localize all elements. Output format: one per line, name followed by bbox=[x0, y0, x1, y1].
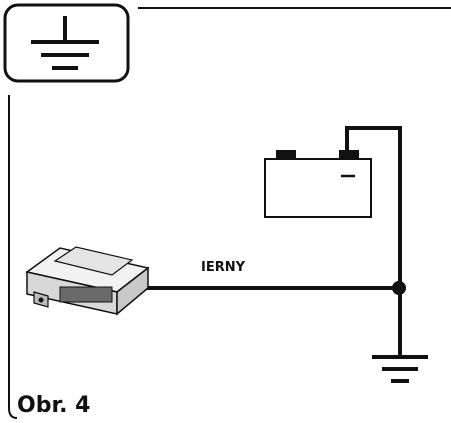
module-front-face bbox=[116, 266, 149, 316]
wire-label: IERNY bbox=[201, 260, 246, 275]
figure-caption: Obr. 4 bbox=[17, 393, 91, 418]
ground-symbol-icon bbox=[372, 355, 428, 383]
left-frame-line bbox=[8, 95, 18, 419]
battery-lead bbox=[345, 126, 402, 290]
battery-terminal-left bbox=[276, 150, 296, 160]
battery-terminal-right bbox=[339, 150, 359, 160]
ground-symbol-icon bbox=[31, 16, 99, 70]
module-mounting-hole bbox=[38, 297, 44, 303]
module-raised-cover bbox=[53, 246, 134, 276]
control-unit-icon bbox=[25, 246, 150, 316]
battery-body bbox=[264, 158, 372, 218]
battery-icon bbox=[264, 150, 372, 218]
header-ground-badge bbox=[3, 3, 130, 83]
module-connector-block bbox=[59, 286, 113, 303]
